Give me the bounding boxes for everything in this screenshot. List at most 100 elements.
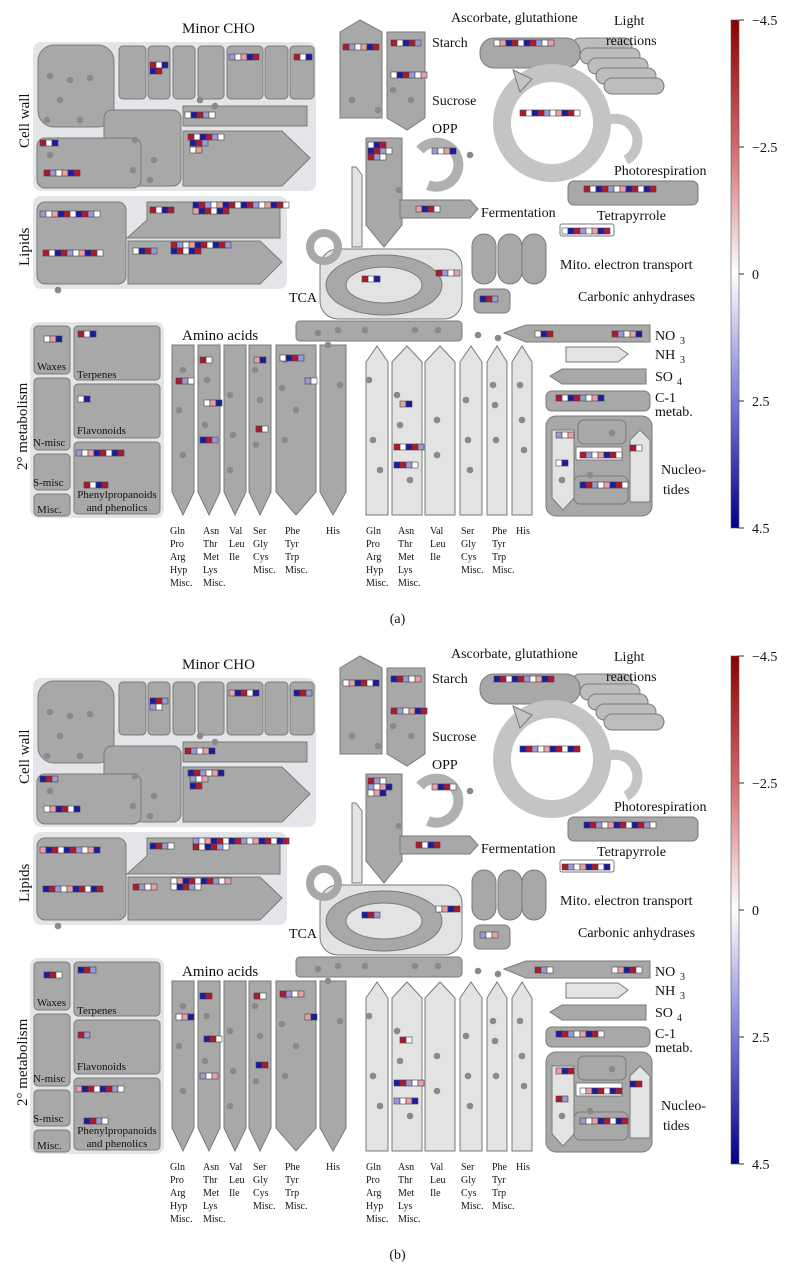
carbonic-label: Carbonic anhydrases — [578, 926, 695, 941]
gene-square — [499, 39, 507, 47]
gene-dot — [361, 962, 369, 970]
gene-square — [161, 842, 169, 850]
gene-square — [441, 905, 449, 913]
gene-square — [385, 783, 393, 791]
amino-group-label: Asn — [203, 526, 219, 537]
amino-group-label: Met — [203, 1188, 219, 1199]
amino-group-label: Misc. — [203, 578, 226, 589]
gene-square — [525, 745, 533, 753]
gene-dot — [494, 334, 502, 342]
pathway-shape — [365, 773, 403, 884]
gene-square — [211, 769, 219, 777]
gene-square — [259, 992, 267, 1000]
gene-dot — [54, 286, 62, 294]
gene-square — [531, 109, 539, 117]
gene-square — [485, 295, 493, 303]
amino-group-label: Tyr — [285, 1175, 299, 1186]
gene-square — [348, 43, 356, 51]
gene-dot — [56, 732, 64, 740]
pathway-shape — [502, 324, 651, 343]
gene-square — [415, 841, 423, 849]
gene-square — [195, 139, 203, 147]
pathway-shape — [549, 1004, 647, 1021]
gene-square — [540, 330, 548, 338]
gene-square — [224, 877, 232, 885]
gene-square — [285, 990, 293, 998]
gene-square — [405, 1079, 413, 1087]
gene-dot — [558, 476, 566, 484]
color-scale-label: 4.5 — [752, 522, 770, 537]
gene-square — [367, 153, 375, 161]
gene-square — [89, 330, 97, 338]
gene-square — [543, 745, 551, 753]
amino-group-label: Gly — [253, 539, 268, 550]
gene-dot — [608, 429, 616, 437]
gene-square — [379, 141, 387, 149]
gene-dot — [365, 376, 373, 384]
gene-square — [69, 846, 77, 854]
amino-group-label: Leu — [430, 539, 446, 550]
gene-square — [546, 966, 554, 974]
gene-square — [579, 1087, 587, 1095]
amino-group-label: Misc. — [492, 1201, 515, 1212]
gene-square — [155, 697, 163, 705]
gene-dot — [407, 96, 415, 104]
gene-square — [411, 1097, 419, 1105]
gene-square — [591, 451, 599, 459]
pathway-shape — [223, 980, 247, 1153]
minor-cho-box — [264, 45, 289, 100]
n-misc-label: N-misc — [33, 437, 66, 449]
gene-square — [567, 863, 575, 871]
gene-dot — [336, 381, 344, 389]
gene-square — [75, 846, 83, 854]
gene-dot — [462, 1032, 470, 1040]
gene-square — [567, 745, 575, 753]
gene-square — [182, 241, 190, 249]
gene-square — [95, 1117, 103, 1125]
gene-square — [399, 443, 407, 451]
gene-dot — [376, 1102, 384, 1110]
minor-cho-label: Minor CHO — [182, 657, 255, 673]
gene-square — [212, 877, 220, 885]
gene-square — [511, 675, 519, 683]
amino-group-label: Val — [430, 526, 444, 537]
terpenes-label: Terpenes — [77, 1005, 117, 1017]
gene-dot — [256, 396, 264, 404]
so4-sub-label: 4 — [677, 1013, 682, 1024]
gene-square — [81, 449, 89, 457]
gene-dot — [518, 416, 526, 424]
gene-dot — [229, 431, 237, 439]
gene-dot — [365, 1012, 373, 1020]
gene-dot — [608, 1065, 616, 1073]
gene-square — [591, 1117, 599, 1125]
gene-square — [597, 863, 605, 871]
gene-square — [613, 821, 621, 829]
gene-square — [200, 241, 208, 249]
amino-group-label: Pro — [170, 539, 184, 550]
pathway-shape — [391, 345, 423, 516]
gene-dot — [389, 86, 397, 94]
gene-square — [579, 1030, 587, 1038]
gene-square — [149, 697, 157, 705]
gene-square — [206, 241, 214, 249]
gene-square — [83, 330, 91, 338]
gene-square — [201, 775, 209, 783]
gene-square — [629, 444, 637, 452]
gene-dot — [396, 1057, 404, 1065]
gene-square — [211, 1072, 219, 1080]
gene-square — [373, 789, 381, 797]
gene-square — [252, 53, 260, 61]
gene-square — [210, 207, 218, 215]
gene-square — [591, 227, 599, 235]
gene-square — [204, 207, 212, 215]
gene-square — [629, 966, 637, 974]
amino-group-label: His — [516, 526, 530, 537]
gene-dot — [466, 787, 474, 795]
photorespiration-label: Photorespiration — [614, 164, 707, 179]
gene-square — [493, 39, 501, 47]
gene-square — [190, 747, 198, 755]
waxes-label: Waxes — [37, 361, 66, 373]
gene-square — [101, 1117, 109, 1125]
gene-square — [637, 821, 645, 829]
phenyl-label: and phenolics — [87, 1138, 148, 1150]
